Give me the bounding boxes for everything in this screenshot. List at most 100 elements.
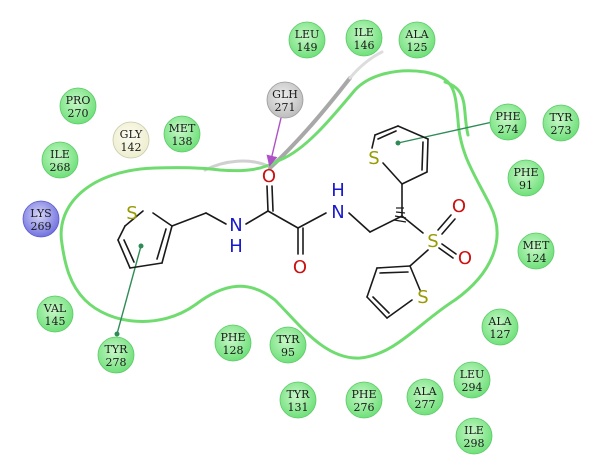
residue-name: MET xyxy=(169,122,196,135)
residue-name: TYR xyxy=(550,111,574,124)
atom-oxygen: O xyxy=(262,166,276,187)
bond xyxy=(271,185,274,212)
bond xyxy=(382,162,403,185)
bond xyxy=(152,212,173,227)
atom-sulfur: S xyxy=(427,231,438,252)
bond xyxy=(376,265,411,269)
residue-number: 269 xyxy=(31,220,52,233)
residue-circle xyxy=(517,232,555,270)
bond xyxy=(124,210,144,227)
residue-circle xyxy=(507,159,545,197)
residue-number: 146 xyxy=(354,39,375,52)
bond xyxy=(409,249,429,267)
residue-name: PRO xyxy=(66,94,91,107)
residue-number: 274 xyxy=(498,123,519,136)
bond xyxy=(374,125,399,136)
residue-number: 270 xyxy=(68,107,89,120)
pi-stacking-end xyxy=(395,140,401,146)
residue-name: ALA xyxy=(487,315,512,328)
bond xyxy=(372,296,390,314)
residue-circle xyxy=(269,326,307,364)
residue-name: ILE xyxy=(464,424,484,437)
residue-number: 271 xyxy=(275,101,296,114)
atom-nitrogen: N xyxy=(229,215,242,236)
residue-circle xyxy=(97,336,135,374)
bond xyxy=(117,225,126,241)
residue-name: LYS xyxy=(30,207,51,220)
residue-number: 142 xyxy=(121,141,142,154)
residue-circle xyxy=(345,19,383,57)
residue-name: PHE xyxy=(495,110,520,123)
pi-stacking-line-tyr278 xyxy=(116,245,142,335)
bond xyxy=(437,214,452,231)
bond xyxy=(245,210,269,225)
bond xyxy=(386,299,413,319)
bond xyxy=(129,262,163,269)
residue-name: VAL xyxy=(43,302,67,315)
residue-number: 298 xyxy=(464,437,485,450)
residue-name: PHE xyxy=(513,166,538,179)
residue-number: 273 xyxy=(551,124,572,137)
residue-circle xyxy=(266,81,304,119)
residue-number: 124 xyxy=(526,252,547,265)
bond xyxy=(371,134,376,149)
atom-oxygen: O xyxy=(293,257,307,278)
residue-name: TYR xyxy=(105,343,129,356)
residue-circle xyxy=(453,361,491,399)
bond xyxy=(397,125,429,140)
bond xyxy=(366,296,388,319)
residue-name: GLY xyxy=(120,128,143,141)
residue-name: ALA xyxy=(404,28,429,41)
residue-number: 268 xyxy=(50,161,71,174)
bond xyxy=(117,239,131,269)
residue-number: 149 xyxy=(297,41,318,54)
residue-circle xyxy=(489,103,527,141)
residue-circle xyxy=(36,295,74,333)
residue-number: 276 xyxy=(354,401,375,414)
atom-nitrogen: N xyxy=(331,202,344,223)
residue-circle xyxy=(398,21,436,59)
atom-hydrogen: H xyxy=(229,236,243,257)
residue-number: 145 xyxy=(45,315,66,328)
residue-name: TYR xyxy=(277,333,301,346)
residue-number: 277 xyxy=(415,398,436,411)
residue-number: 127 xyxy=(490,328,511,341)
residue-circle xyxy=(163,115,201,153)
solvent-exposure-arc-fade xyxy=(348,50,384,80)
atom-sulfur: S xyxy=(126,203,137,224)
residue-circle xyxy=(41,141,79,179)
hbond-arrow-glh271 xyxy=(266,117,282,167)
residue-number: 278 xyxy=(106,356,127,369)
residue-circle xyxy=(214,324,252,362)
residue-number: 138 xyxy=(172,135,193,148)
residues-layer: LEU149ILE146ALA125PRO270GLY142MET138GLH2… xyxy=(22,19,580,455)
bond xyxy=(297,212,327,229)
bond xyxy=(401,215,424,234)
bond xyxy=(438,247,454,259)
pi-stacking-end xyxy=(138,243,144,249)
bond xyxy=(123,239,135,263)
bond xyxy=(421,141,424,171)
residue-circle xyxy=(542,104,580,142)
atom-oxygen: O xyxy=(452,196,466,217)
residue-circle xyxy=(481,308,519,346)
residue-circle xyxy=(406,378,444,416)
stereo-hash xyxy=(393,207,407,223)
residue-name: TYR xyxy=(287,388,311,401)
